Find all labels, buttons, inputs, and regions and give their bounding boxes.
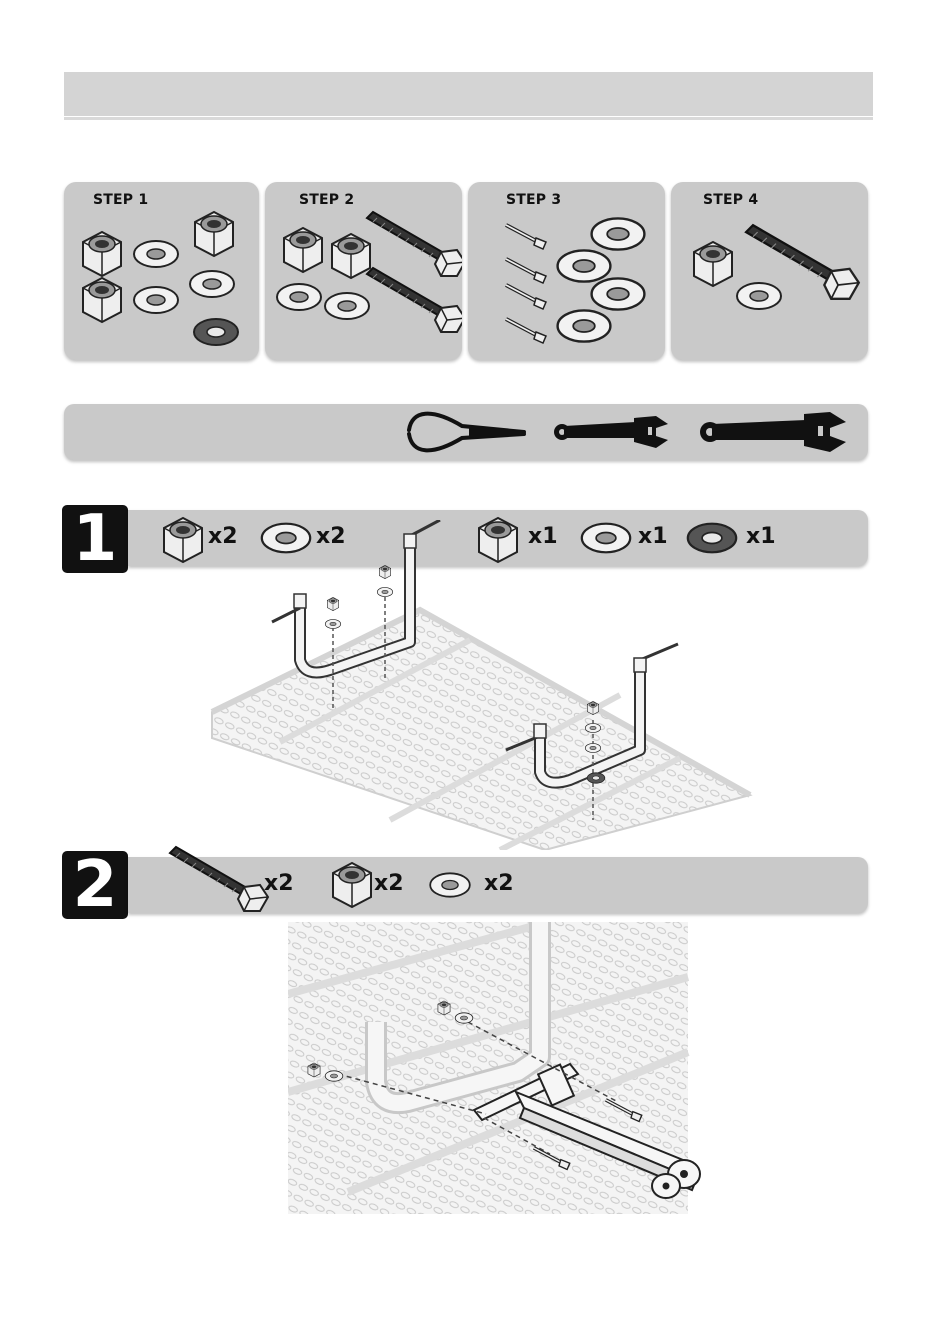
nut-icon (332, 234, 370, 278)
nut-icon (83, 232, 121, 276)
washer-icon (585, 723, 600, 732)
washer-icon (277, 284, 321, 310)
washer-icon (592, 278, 645, 309)
wrench-icon (554, 416, 668, 448)
washer-icon (190, 271, 234, 297)
washer-icon (558, 250, 611, 281)
nut-icon (438, 1001, 450, 1015)
tools-illustration (64, 404, 868, 460)
parts-card-step-4: STEP 4 (671, 182, 868, 360)
nut-icon (83, 278, 121, 322)
bolt-icon (170, 847, 268, 911)
header-divider (64, 117, 873, 120)
pin-icon (506, 319, 546, 343)
step-2-hardware-illustration (265, 182, 462, 360)
washer-icon (737, 283, 781, 309)
washer-icon (134, 241, 178, 267)
adjustable-wrench-icon (700, 412, 846, 452)
parts-card-step-3: STEP 3 (468, 182, 665, 360)
pin-icon (506, 285, 546, 309)
washer-icon (585, 743, 600, 752)
washer-icon (455, 1013, 473, 1023)
step-2-parts-bar: x2 x2 x2 (128, 857, 868, 913)
step-4-hardware-illustration (671, 182, 868, 360)
washer-icon (430, 873, 470, 896)
quantity-label: x2 (264, 871, 294, 896)
step-2-number: 2 (62, 851, 128, 919)
nut-icon (195, 212, 233, 256)
dark-washer-icon (587, 773, 605, 783)
nut-icon (327, 597, 338, 610)
step-3-hardware-illustration (468, 182, 665, 360)
washer-icon (325, 293, 369, 319)
washer-icon (558, 310, 611, 341)
bolt-icon (367, 268, 462, 332)
pin-icon (506, 225, 546, 249)
pliers-icon (409, 414, 524, 451)
nut-icon (284, 228, 322, 272)
nut-icon (587, 701, 598, 714)
washer-icon (325, 619, 340, 628)
nut-icon (333, 863, 371, 907)
quantity-label: x2 (484, 871, 514, 896)
step-1-assembly-illustration (200, 520, 760, 850)
parts-card-step-1: STEP 1 (64, 182, 259, 360)
tools-bar (64, 404, 868, 460)
nut-icon (164, 518, 202, 562)
quantity-label: x2 (374, 871, 404, 896)
washer-icon (377, 587, 392, 596)
pin-icon (506, 259, 546, 283)
step-2-assembly-illustration (288, 922, 718, 1222)
nut-icon (379, 565, 390, 578)
nut-icon (694, 242, 732, 286)
parts-card-step-2: STEP 2 (265, 182, 462, 360)
nut-icon (308, 1063, 320, 1077)
washer-icon (134, 287, 178, 313)
step-1-hardware-illustration (64, 182, 259, 360)
bolt-icon (367, 212, 462, 276)
washer-icon (325, 1071, 343, 1081)
step-1-number: 1 (62, 505, 128, 573)
header-bar (64, 72, 873, 116)
dark-washer-icon (194, 319, 238, 345)
washer-icon (592, 218, 645, 249)
